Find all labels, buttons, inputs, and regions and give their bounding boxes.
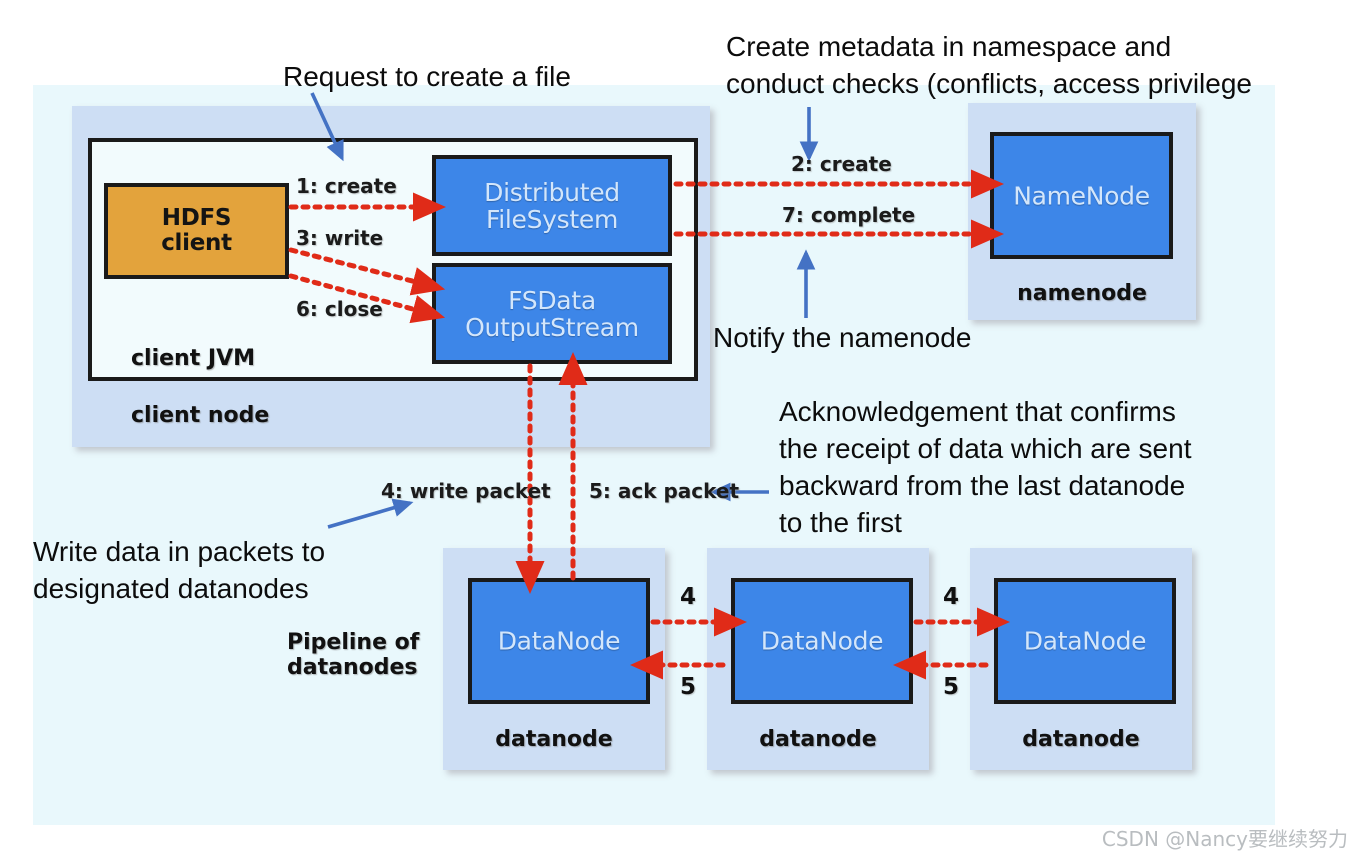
pipeline-caption-line2: datanodes [287,655,418,680]
pipeline-of-datanodes-caption: Pipeline of datanodes [287,630,420,680]
step-label-7-complete: 7: complete [782,203,916,227]
datanode-caption-2: datanode [759,727,877,752]
step-label-3-write: 3: write [296,226,384,250]
datanode-box-label-3: DataNode [1023,626,1147,656]
datanode-box-3[interactable]: DataNode [994,578,1176,704]
pipeline-step-number-ack-right: 5 [943,674,960,700]
distributed-filesystem-label: Distributed FileSystem [436,179,668,233]
hdfs-client-label-line2: client [161,230,232,256]
fsdata-outputstream-label: FSData OutputStream [436,287,668,341]
datanode-caption-3: datanode [1022,727,1140,752]
fsdata-outputstream-box[interactable]: FSData OutputStream [432,263,672,364]
client-node-label: client node [131,403,270,428]
pipeline-step-number-write-right: 4 [943,584,960,610]
annotation-acknowledgement: Acknowledgement that confirms the receip… [779,396,1192,538]
step-label-2-create: 2: create [791,152,892,176]
client-jvm-label: client JVM [131,346,255,371]
distributed-filesystem-box[interactable]: Distributed FileSystem [432,155,672,256]
hdfs-client-box[interactable]: HDFS client [104,183,289,279]
datanode-box-1[interactable]: DataNode [468,578,650,704]
fsdata-outputstream-line1: FSData [508,285,596,315]
step-label-4-write-packet: 4: write packet [381,479,551,503]
hdfs-client-label: HDFS client [108,206,285,256]
annotation-write-data-packets: Write data in packets to designated data… [33,536,326,604]
datanode-caption-1: datanode [495,727,613,752]
step-label-5-ack-packet: 5: ack packet [589,479,740,503]
step-label-6-close: 6: close [296,297,383,321]
annotation-create-metadata: Create metadata in namespace and conduct… [726,31,1252,99]
annotation-notify-namenode: Notify the namenode [713,322,972,353]
pipeline-step-number-write-left: 4 [680,584,697,610]
hdfs-client-label-line1: HDFS [161,205,232,232]
distributed-filesystem-line1: Distributed [484,177,620,207]
datanode-box-label-1: DataNode [497,626,621,656]
annotation-request-create-file: Request to create a file [283,61,571,92]
fsdata-outputstream-line2: OutputStream [465,312,639,342]
namenode-box[interactable]: NameNode [990,132,1173,259]
csdn-watermark: CSDN @Nancy要继续努力 [1101,827,1348,851]
distributed-filesystem-line2: FileSystem [485,204,619,234]
namenode-box-label: NameNode [1013,181,1150,210]
step-label-1-create: 1: create [296,174,397,198]
namenode-caption: namenode [1017,281,1147,306]
pipeline-step-number-ack-left: 5 [680,674,697,700]
datanode-box-label-2: DataNode [760,626,884,656]
datanode-box-2[interactable]: DataNode [731,578,913,704]
pipeline-caption-line1: Pipeline of [287,630,420,655]
